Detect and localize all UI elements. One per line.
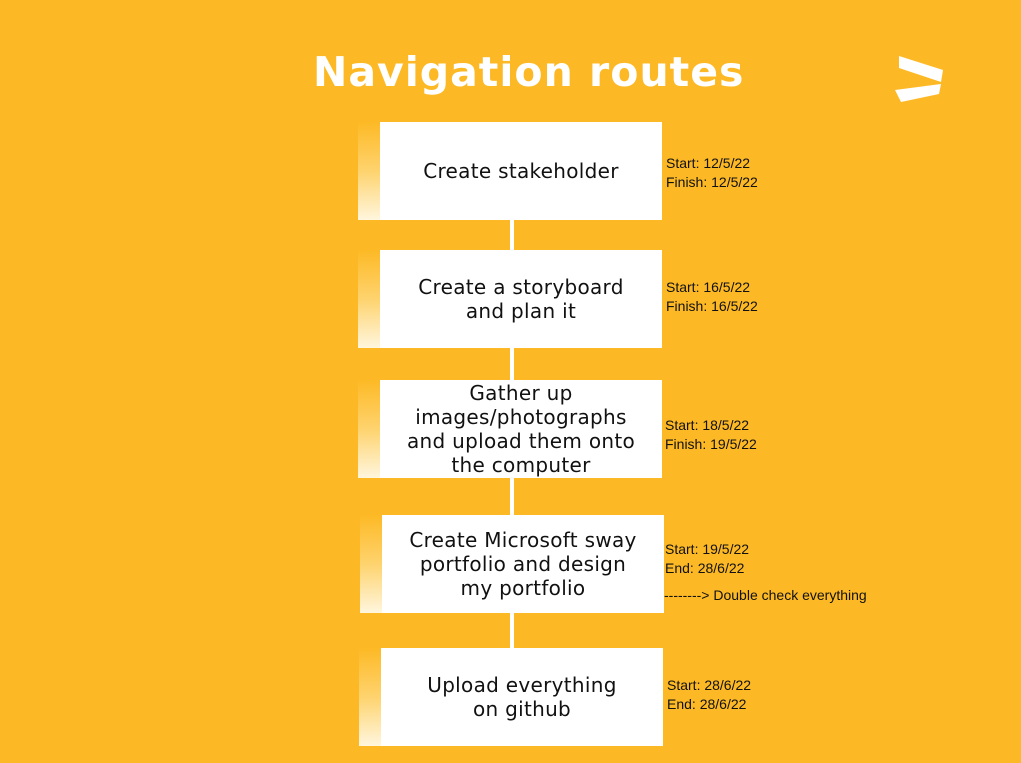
step-label: Create a storyboard and plan it xyxy=(418,275,624,323)
step-accent xyxy=(360,515,382,613)
step-dates: Start: 12/5/22 Finish: 12/5/22 xyxy=(666,154,758,192)
connector-line xyxy=(510,220,514,251)
end-date: End: 28/6/22 xyxy=(665,560,745,576)
step-accent xyxy=(359,648,381,746)
step-dates: Start: 18/5/22 Finish: 19/5/22 xyxy=(665,416,757,454)
page-title: Navigation routes xyxy=(313,48,745,96)
step-dates: Start: 28/6/22 End: 28/6/22 xyxy=(667,676,751,714)
start-date: Start: 12/5/22 xyxy=(666,155,751,171)
start-date: Start: 28/6/22 xyxy=(667,677,752,693)
step-box: Upload everything on github xyxy=(359,648,663,746)
connector-line xyxy=(510,612,514,649)
chevron-logo-icon xyxy=(895,56,943,102)
step-accent xyxy=(358,122,380,220)
end-date: End: 28/6/22 xyxy=(667,696,747,712)
start-date: Start: 19/5/22 xyxy=(665,541,750,557)
step-label: Upload everything on github xyxy=(427,673,617,721)
step-box: Create a storyboard and plan it xyxy=(358,250,662,348)
end-date: Finish: 12/5/22 xyxy=(666,174,758,190)
double-check-note: --------> Double check everything xyxy=(664,587,867,603)
step-dates: Start: 19/5/22 End: 28/6/22 xyxy=(665,540,749,578)
end-date: Finish: 19/5/22 xyxy=(665,436,757,452)
step-label: Create Microsoft sway portfolio and desi… xyxy=(409,528,637,600)
end-date: Finish: 16/5/22 xyxy=(666,298,758,314)
start-date: Start: 16/5/22 xyxy=(666,279,751,295)
step-accent xyxy=(358,380,380,478)
connector-line xyxy=(510,348,514,381)
step-box: Gather up images/photographs and upload … xyxy=(358,380,662,478)
step-label: Gather up images/photographs and upload … xyxy=(406,381,636,477)
start-date: Start: 18/5/22 xyxy=(665,417,750,433)
step-dates: Start: 16/5/22 Finish: 16/5/22 xyxy=(666,278,758,316)
step-label: Create stakeholder xyxy=(423,159,619,183)
connector-line xyxy=(510,478,514,516)
step-box: Create stakeholder xyxy=(358,122,662,220)
step-accent xyxy=(358,250,380,348)
step-box: Create Microsoft sway portfolio and desi… xyxy=(360,515,664,613)
